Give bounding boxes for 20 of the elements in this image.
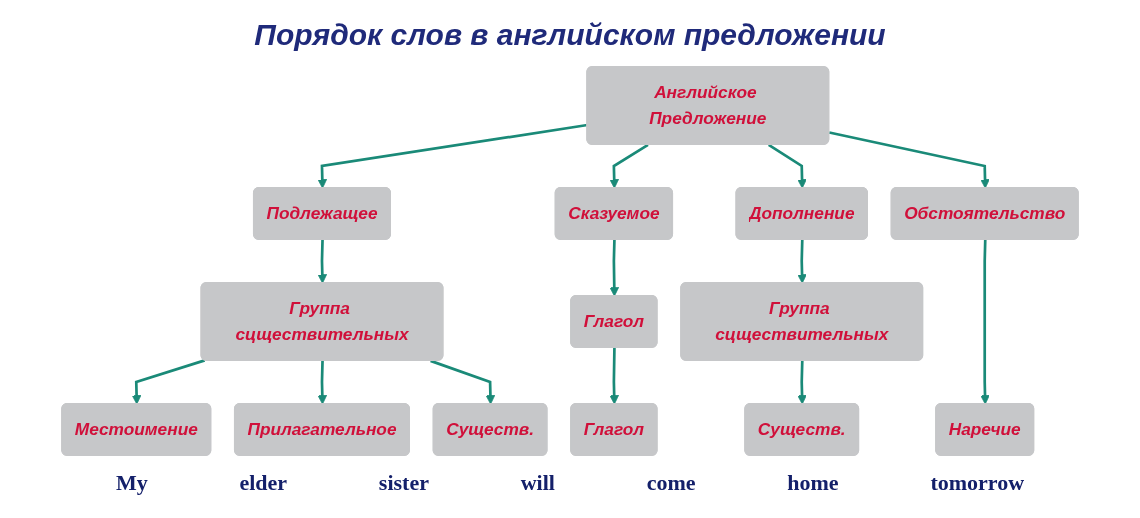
arrow [609,143,649,189]
arrow [609,347,619,405]
arrow [797,360,807,405]
diagram-title: Порядок слов в английском предложении [254,18,886,52]
example-word: home [787,470,839,496]
example-word: My [115,470,148,496]
example-word: elder [239,470,288,496]
arrow [829,131,990,189]
arrow [131,359,206,405]
arrow [430,359,496,405]
example-word: come [646,470,696,496]
arrow [317,239,328,284]
example-word: will [520,470,555,496]
example-word: sister [378,470,429,496]
arrow [980,239,990,405]
arrow [797,239,807,284]
arrow [768,143,807,189]
arrow [609,239,620,297]
arrow [317,360,328,405]
example-word: tomorrow [930,470,1025,496]
